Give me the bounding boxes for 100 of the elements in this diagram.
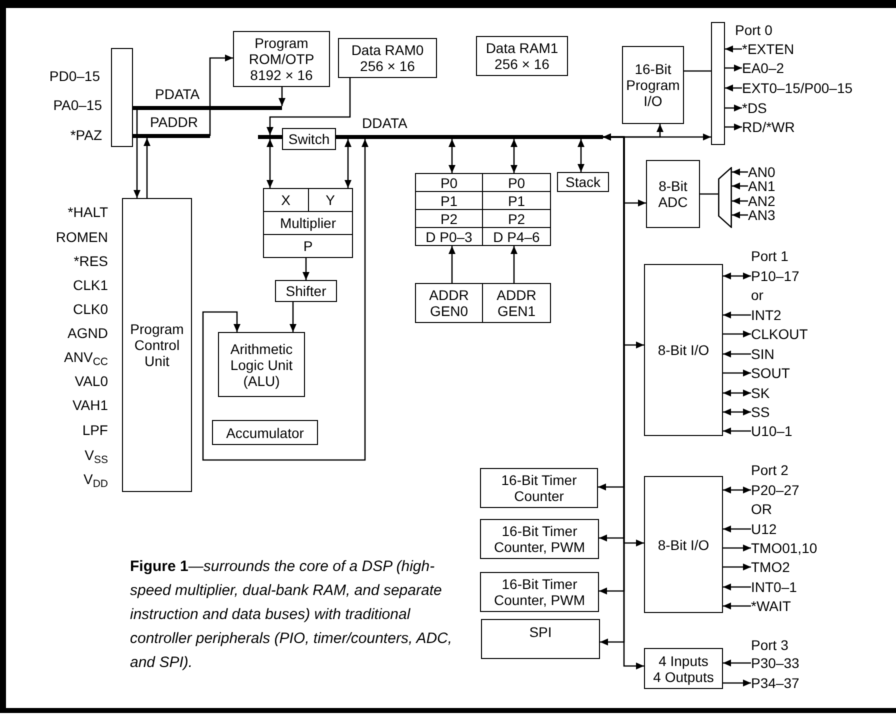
connector-arrow [723,312,751,318]
connector-bar [711,22,725,145]
pin-label: *EXTEN [742,41,794,57]
signal-label: ROMEN [56,229,108,245]
block-box [233,31,330,87]
block-box [480,572,599,612]
register-label: P2 [440,210,458,226]
register-label: P0 [440,174,458,190]
register-label: Multiplier [280,215,336,231]
signal-label: *PAZ [70,127,102,143]
connector-arrow [725,104,742,112]
block-box [644,264,723,436]
block-box [644,476,723,613]
block-box [482,283,551,323]
block-box [481,619,600,659]
block-label: ADDR GEN1 [496,287,538,319]
connector-arrow [723,680,751,686]
block-label: 8-Bit I/O [658,536,710,552]
block-box [480,519,599,559]
register-column [415,173,483,246]
block-box [338,38,437,78]
pin-label: CLKOUT [751,326,808,342]
connector-arrow [278,87,286,106]
connector-arrow [723,350,751,358]
connector-arrow [732,168,748,176]
connector-arrow [723,602,751,610]
signal-label: CLK0 [72,301,108,317]
block-box [275,280,337,302]
register-label: P1 [508,192,526,208]
signal-label: OR [751,501,772,517]
pin-label: TMO2 [751,559,790,575]
block-label: 16-Bit Timer Counter, PWM [492,523,586,555]
connector-arrow [266,139,274,188]
connector-arrow [723,564,751,570]
connector-arrow [603,134,644,670]
pin-label: EXT0–15/P00–15 [742,80,853,96]
pin-label: *DS [742,100,767,116]
pin-label: P20–27 [751,482,800,498]
signal-label: ANV$_{CC}$ [64,349,108,365]
block-label: 4 Outputs [653,668,714,684]
pin-label: AN2 [748,193,776,209]
block-box [476,36,568,76]
connector-arrow [723,486,751,494]
block-box [282,128,336,150]
signal-label: Port 3 [751,637,788,653]
connector-arrow [725,64,742,72]
pin-label: EA0–2 [742,60,784,76]
connector-arrow [725,84,742,92]
signal-label: PA0–15 [53,97,102,113]
connector-arrow [723,370,751,376]
pin-label: P34–37 [751,675,800,691]
signal-label: Port 1 [751,248,788,264]
connector-arrow [448,246,456,283]
signal-label: CLK1 [72,277,108,293]
signal-label: *RES [74,253,108,269]
block-label: 16-Bit Timer Counter [500,472,578,504]
pin-label: SOUT [751,365,790,381]
block-label: 4 Inputs [658,652,708,668]
pin-label: SIN [751,346,774,362]
register-label: P2 [508,210,526,226]
block-box [212,420,318,445]
connector-arrow [723,660,751,666]
signal-label: VAL0 [74,373,108,389]
block-label: Shifter [286,283,326,299]
connector-arrow [723,390,751,396]
register-label: Y [326,192,335,208]
connector-arrow [723,526,751,532]
multiplier-block [263,188,353,258]
pin-label: U10–1 [751,423,792,439]
block-box [415,283,483,323]
figure-caption: Figure 1—surrounds the core of a DSP (high-speed multiplier, dual-bank RAM, and separate instruction and data buses) with traditional controller peripherals (PIO, timer/counters, ADC, and SPI). [130,557,454,673]
connector-arrow [134,110,140,198]
block-label: Program ROM/OTP [248,35,316,67]
block-label: 8192 × 16 [250,67,313,83]
signal-label: VAH1 [72,397,108,413]
block-box [218,332,305,397]
pin-label: INT2 [751,307,782,323]
connector-arrow [266,78,351,135]
register-label: P0 [508,174,526,190]
connector-arrow [302,258,310,280]
block-label: Switch [288,131,330,147]
connector-arrow [732,212,748,218]
pin-label: U12 [751,521,777,537]
signal-label: *HALT [68,204,108,220]
connector-arrow [510,139,518,173]
bus-label: DDATA [362,115,408,131]
signal-label: LPF [82,422,108,438]
signal-label: Port 2 [751,462,788,478]
pin-label: *WAIT [751,598,791,614]
connector-line [684,70,711,72]
block-label: Accumulator [226,424,304,440]
block-box [480,468,598,508]
connector-arrow [510,246,518,283]
signal-label: or [751,287,764,303]
connector-arrow [290,302,296,332]
connector-arrow [202,139,368,461]
block-label: 8-Bit ADC [657,178,689,210]
connector-arrow [725,124,742,130]
connector-bar [111,48,133,147]
pin-label: TMO01,10 [751,540,818,556]
